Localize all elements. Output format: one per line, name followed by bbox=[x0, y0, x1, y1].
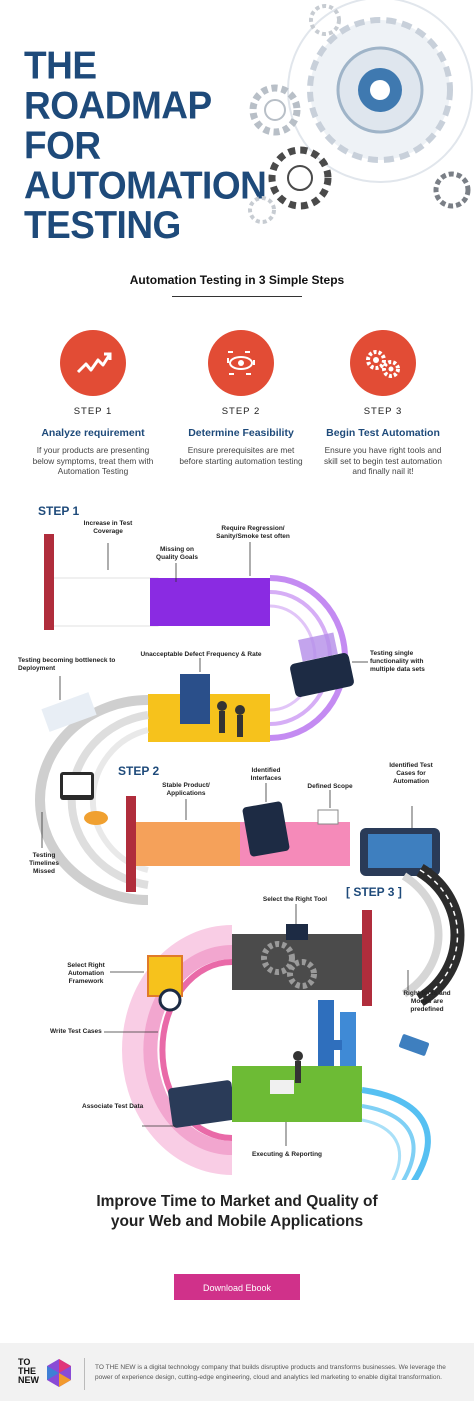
gears-illustration bbox=[248, 0, 473, 224]
intro-step-3-name: Begin Test Automation bbox=[326, 427, 440, 439]
logo-line-1: TO bbox=[18, 1357, 31, 1367]
intro-step-2-name: Determine Feasibility bbox=[188, 427, 294, 439]
title-line-2: ROADMAP FOR bbox=[24, 83, 212, 167]
eye-target-icon bbox=[208, 330, 274, 396]
intro-step-1-desc: If your products are presenting below sy… bbox=[32, 445, 154, 476]
roadmap-step3-label: STEP 3 bbox=[353, 885, 395, 899]
road-curve-pink bbox=[122, 925, 233, 1175]
label-timelines: Testing Timelines Missed bbox=[29, 852, 59, 875]
intro-step-1: STEP 1 Analyze requirement If your produ… bbox=[18, 330, 168, 477]
road-segment-white bbox=[47, 577, 159, 627]
footer-divider bbox=[84, 1358, 85, 1390]
footer-description: TO THE NEW is a digital technology compa… bbox=[95, 1364, 446, 1381]
label-stable-product: Stable Product/ Applications bbox=[162, 782, 210, 797]
intro-step-2: STEP 2 Determine Feasibility Ensure prer… bbox=[166, 330, 316, 466]
label-right-tools: Right tools and Modes are predefined bbox=[403, 990, 451, 1013]
pie-chart-illustration bbox=[84, 811, 108, 825]
label-defined-scope: Defined Scope bbox=[307, 783, 353, 790]
intro-step-3-label: STEP 3 bbox=[363, 406, 403, 417]
step1-flag-pole bbox=[44, 534, 54, 630]
intro-step-2-label: STEP 2 bbox=[221, 406, 261, 417]
title-line-3: AUTOMATION bbox=[24, 163, 267, 207]
logo-line-2: THE bbox=[18, 1366, 36, 1376]
roadmap-step2-tag: STEP 2 bbox=[118, 764, 160, 778]
logo-line-3: NEW bbox=[18, 1375, 39, 1385]
footer-logo[interactable]: TO THE NEW bbox=[18, 1358, 39, 1385]
label-require-regression: Require Regression/ Sanity/Smoke test of… bbox=[216, 525, 290, 540]
cta-headline: Improve Time to Market and Quality of yo… bbox=[0, 1192, 474, 1232]
phone-illustration bbox=[290, 653, 354, 697]
intro-step-3: STEP 3 Begin Test Automation Ensure you … bbox=[308, 330, 458, 477]
label-identified-test-cases: Identified Test Cases for Automation bbox=[389, 762, 433, 785]
gears-icon bbox=[350, 330, 416, 396]
road-segment-purple bbox=[150, 578, 270, 626]
label-unacceptable-defect: Unacceptable Defect Frequency & Rate bbox=[140, 651, 262, 658]
label-select-tool: Select the Right Tool bbox=[262, 896, 328, 903]
subtitle-divider bbox=[172, 296, 302, 297]
road-curve-gray bbox=[35, 695, 149, 905]
roadmap-illustration bbox=[35, 534, 465, 1180]
label-select-framework: Select Right Automation Framework bbox=[67, 962, 105, 985]
intro-step-3-desc: Ensure you have right tools and skill se… bbox=[323, 445, 443, 476]
label-missing-goals: Missing on Quality Goals bbox=[156, 546, 198, 561]
step2-flag-pole bbox=[126, 796, 136, 892]
label-executing: Executing & Reporting bbox=[251, 1151, 323, 1158]
download-ebook-button[interactable]: Download Ebook bbox=[174, 1274, 300, 1300]
logo-hexagon-icon bbox=[47, 1359, 71, 1387]
roadmap-step3-tag: [ STEP 3 ] bbox=[346, 885, 402, 899]
intro-step-1-label: STEP 1 bbox=[73, 406, 113, 417]
intro-step-1-name: Analyze requirement bbox=[41, 427, 145, 439]
laptop-illustration bbox=[168, 1080, 236, 1128]
label-testing-single: Testing single functionality with multip… bbox=[370, 650, 425, 673]
label-write-test-cases: Write Test Cases bbox=[50, 1028, 102, 1035]
board-illustration bbox=[180, 674, 210, 724]
label-bottleneck: Testing becoming bottleneck to Deploymen… bbox=[18, 657, 116, 672]
road-curve-blue bbox=[361, 1087, 431, 1180]
cta-headline-line-2: your Web and Mobile Applications bbox=[110, 1213, 364, 1230]
cta-headline-line-1: Improve Time to Market and Quality of bbox=[96, 1193, 378, 1210]
title-line-4: TESTING bbox=[24, 203, 181, 247]
label-increase-coverage: Increase in Test Coverage bbox=[83, 520, 133, 535]
roadmap-step1-tag: STEP 1 bbox=[38, 504, 80, 518]
step3-flag-pole bbox=[362, 910, 372, 1006]
section-subtitle: Automation Testing in 3 Simple Steps bbox=[129, 273, 345, 287]
page-title: THE ROADMAP FOR AUTOMATION TESTING bbox=[24, 43, 267, 247]
map-illustration bbox=[41, 692, 97, 732]
title-line-1: THE bbox=[24, 43, 97, 87]
trend-chart-icon bbox=[60, 330, 126, 396]
intro-step-2-desc: Ensure prerequisites are met before star… bbox=[179, 445, 303, 466]
road-segment-orange bbox=[136, 822, 246, 866]
tablet-illustration bbox=[242, 801, 290, 857]
label-identified-interfaces: Identified Interfaces bbox=[250, 767, 282, 782]
label-associate-data: Associate Test Data bbox=[82, 1103, 144, 1110]
footer bbox=[0, 1343, 474, 1401]
